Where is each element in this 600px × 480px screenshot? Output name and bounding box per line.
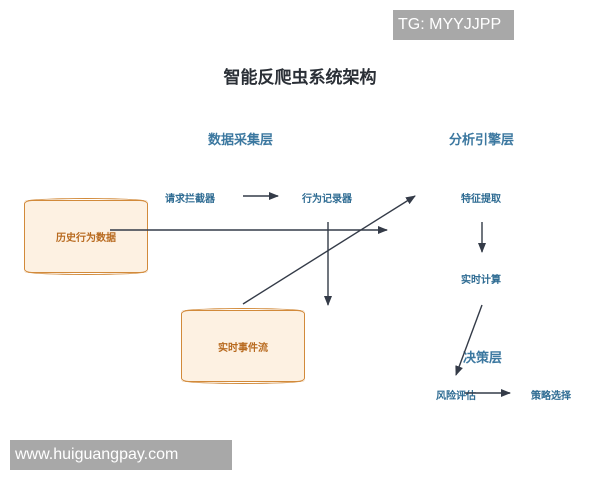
edge-stream-to-feature bbox=[242, 195, 416, 305]
watermark-bottom: www.huiguangpay.com bbox=[10, 440, 232, 470]
node-risk-assessment: 风险评估 bbox=[436, 391, 476, 402]
store-realtime-stream-label: 实时事件流 bbox=[218, 342, 268, 354]
node-feature-extraction: 特征提取 bbox=[461, 194, 501, 205]
node-realtime-compute: 实时计算 bbox=[461, 275, 501, 286]
layer-label-collection: 数据采集层 bbox=[208, 133, 274, 148]
store-history-data: 历史行为数据 bbox=[24, 198, 148, 275]
node-strategy-selection: 策略选择 bbox=[531, 391, 571, 402]
node-request-interceptor: 请求拦截器 bbox=[165, 194, 215, 205]
edge-compute-to-risk bbox=[455, 304, 483, 376]
diagram-title: 智能反爬虫系统架构 bbox=[223, 68, 377, 88]
node-behavior-recorder: 行为记录器 bbox=[302, 194, 352, 205]
store-history-data-label: 历史行为数据 bbox=[56, 233, 116, 244]
store-realtime-stream: 实时事件流 bbox=[181, 308, 305, 384]
layer-label-decision: 决策层 bbox=[463, 351, 503, 366]
watermark-top: TG: MYYJJPP bbox=[393, 10, 514, 40]
layer-label-analysis: 分析引擎层 bbox=[449, 133, 515, 148]
